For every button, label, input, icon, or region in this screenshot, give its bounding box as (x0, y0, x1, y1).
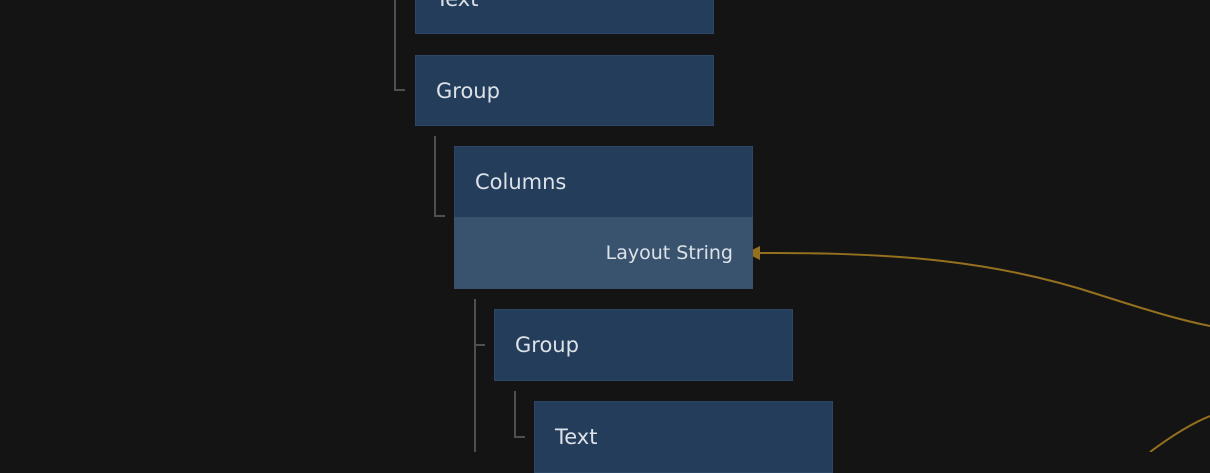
node-group[interactable]: Group (415, 55, 714, 126)
connector-layer (394, 0, 1210, 452)
node-title: Text (555, 425, 598, 449)
node-columns[interactable]: Columns (454, 146, 753, 218)
node-title: Columns (475, 170, 567, 194)
node-title: Group (515, 333, 579, 357)
port-arrow-icon (746, 246, 760, 260)
node-title: Text (436, 0, 478, 11)
tree-connector (474, 299, 485, 452)
wire (757, 251, 1210, 327)
wire (1149, 415, 1210, 452)
tree-connector (394, 0, 405, 91)
port-layout-string[interactable]: Layout String (454, 217, 753, 289)
tree-connector (514, 391, 525, 438)
tree-connector (434, 136, 445, 217)
port-label: Layout String (605, 242, 733, 264)
node-text[interactable]: Text (415, 0, 714, 34)
node-text[interactable]: Text (534, 401, 833, 473)
node-group[interactable]: Group (494, 309, 793, 381)
node-title: Group (436, 78, 500, 103)
